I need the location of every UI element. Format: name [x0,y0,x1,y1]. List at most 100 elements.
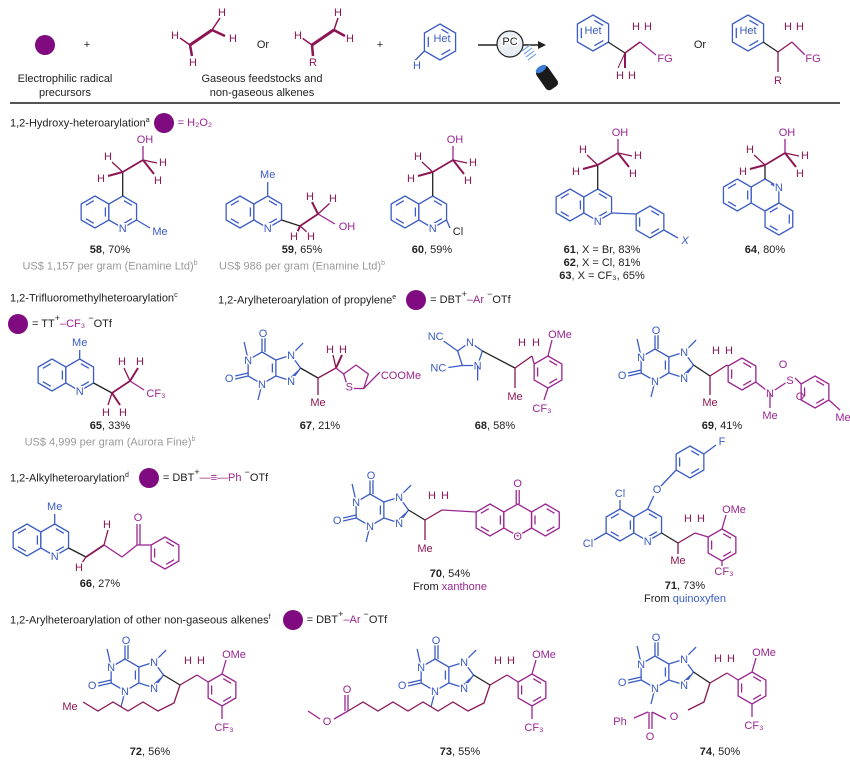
bond [633,711,649,719]
bond [424,509,443,521]
atom-label: N [119,223,127,235]
bond [107,392,113,406]
bond [448,364,463,369]
bond [42,363,52,369]
bond [749,164,766,170]
atom-label: H [428,490,436,502]
bond [333,710,349,720]
bond [593,532,607,541]
atom-label: N [51,551,59,563]
bond [650,228,660,234]
atom-label: H [441,490,449,502]
bond [441,28,451,36]
bond [660,469,677,487]
atom-label: Me [62,701,77,713]
bond [433,200,443,206]
bond [179,674,198,686]
reagent-formula: = H₂O₂ [177,117,213,129]
bond [815,380,825,386]
atom-label: Cl [583,538,593,550]
radical-precursor-label: Electrophilic radical precursors [18,72,113,100]
bond [703,444,717,455]
bond [709,364,728,377]
bond [301,37,313,46]
bond [452,159,465,175]
plus-sign: + [84,39,90,51]
ring [605,508,635,542]
compound-number: 65 [89,420,103,432]
atom-label: Me [47,501,62,513]
bond [416,648,422,668]
ring [390,195,420,229]
bond [243,341,249,361]
counterion: OTf [368,614,388,626]
plus-sign: + [377,39,383,51]
compound-yield: , 56% [142,746,171,758]
compound-caption-61-63: 61, X = Br, 83% 62, X = Cl, 81% 63, X = … [559,244,645,283]
bond [514,355,533,369]
bond [230,200,240,206]
bond [650,380,656,398]
bond [543,387,549,401]
reagent-part: –Ar [343,614,361,626]
bond [129,367,139,382]
footnote-mark: b [381,260,385,267]
bond [165,541,175,547]
bond [417,171,433,177]
chain [762,41,779,53]
compound-caption-69: 69, 41% [702,420,742,433]
label-line: non-gaseous alkenes [209,87,315,99]
bond [755,381,767,391]
bond [709,672,728,684]
compound-number: 74 [699,746,713,758]
bond [42,381,52,387]
bond [222,678,232,684]
atom-label: CF₃ [214,722,233,734]
atom-label: S [346,382,353,394]
bond [639,41,657,56]
bond [531,355,535,365]
atom-label: CF₃ [532,403,551,415]
compound-yield: , 65% [294,244,323,256]
compound-caption-67: 67, 21% [300,420,340,433]
atom-label: Cl [453,226,463,238]
atom-label: O [134,512,143,524]
section-title: 1,2-Arylheteroarylation of propylene [218,294,393,307]
atom-label: OMe [752,647,776,659]
compound-yield: , 27% [92,578,121,590]
atom-label: N [594,216,602,228]
atom-label: COOMe [381,370,421,382]
compound-caption-70: 70, 54% From xanthone [413,568,487,594]
bond [527,53,537,61]
atom-label: H [229,33,237,45]
bond [546,508,555,514]
bond [333,17,339,31]
alkene-label: Gaseous feedstocks and non-gaseous alken… [201,72,322,100]
atom-label: H [629,168,637,180]
bond [480,526,490,532]
compound-yield: , 21% [312,420,341,432]
bond [722,533,732,539]
atom-label: H [616,70,624,82]
bond [445,219,451,229]
bond [661,532,679,544]
bond [407,679,422,684]
compound-number: 61 [563,244,576,256]
atom-label: O [333,515,342,527]
bond [433,218,443,224]
compound-number: 60 [411,244,425,256]
bond [546,526,555,532]
functional-group-label: FG [805,53,820,65]
atom-label: H [727,653,735,665]
bond [17,546,27,552]
bond [473,674,491,686]
ring [12,523,42,557]
bond [81,556,87,564]
bond [548,360,558,366]
compound-number: 68 [474,420,488,432]
compound-caption-60: 60, 59% [412,244,452,257]
atom-label: CF₃ [524,722,543,734]
ring [576,14,610,52]
atom-label: OMe [722,504,746,516]
compound-caption-66: 66, 27% [80,578,120,591]
